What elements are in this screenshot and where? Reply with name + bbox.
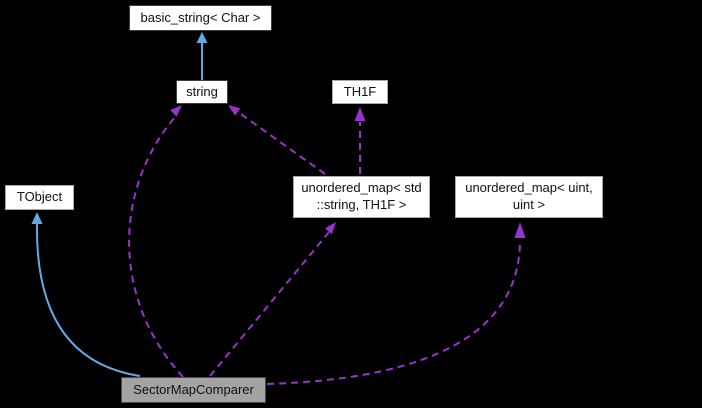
arrowhead-usage-icon (514, 222, 526, 238)
edge-map-string-th1f-to-string (237, 111, 326, 175)
node-unordered-map-uint-uint-line1: unordered_map< uint, (465, 180, 593, 196)
node-basic-string[interactable]: basic_string< Char > (129, 5, 272, 31)
node-string[interactable]: string (176, 80, 228, 104)
arrowhead-usage-icon (354, 107, 366, 121)
node-th1f-label: TH1F (343, 83, 377, 99)
node-unordered-map-uint-uint[interactable]: unordered_map< uint, uint > (455, 176, 603, 218)
node-sector-map-comparer: SectorMapComparer (121, 377, 266, 403)
node-unordered-map-string-th1f-line2: ::string, TH1F > (316, 197, 407, 212)
node-tobject-label: TObject (16, 189, 63, 205)
edge-main-to-string (128, 116, 184, 378)
node-unordered-map-string-th1f-line1: unordered_map< std (301, 180, 422, 196)
edge-main-to-map-string-th1f (209, 231, 330, 377)
node-sector-map-comparer-label: SectorMapComparer (133, 381, 254, 397)
edge-main-to-map-uint (266, 239, 521, 385)
arrowhead-usage-icon (170, 105, 182, 117)
node-unordered-map-string-th1f[interactable]: unordered_map< std ::string, TH1F > (293, 176, 430, 218)
node-basic-string-label: basic_string< Char > (140, 9, 261, 25)
edge-main-to-tobject (35, 223, 141, 377)
node-string-label: string (186, 83, 218, 99)
arrowhead-inheritance-icon (196, 32, 208, 43)
node-th1f[interactable]: TH1F (332, 80, 388, 104)
arrowhead-inheritance-icon (31, 212, 43, 224)
arrowhead-usage-icon (324, 222, 336, 234)
node-tobject[interactable]: TObject (5, 185, 74, 210)
node-unordered-map-uint-uint-line2: uint > (512, 197, 546, 212)
arrowhead-usage-icon (228, 105, 241, 116)
